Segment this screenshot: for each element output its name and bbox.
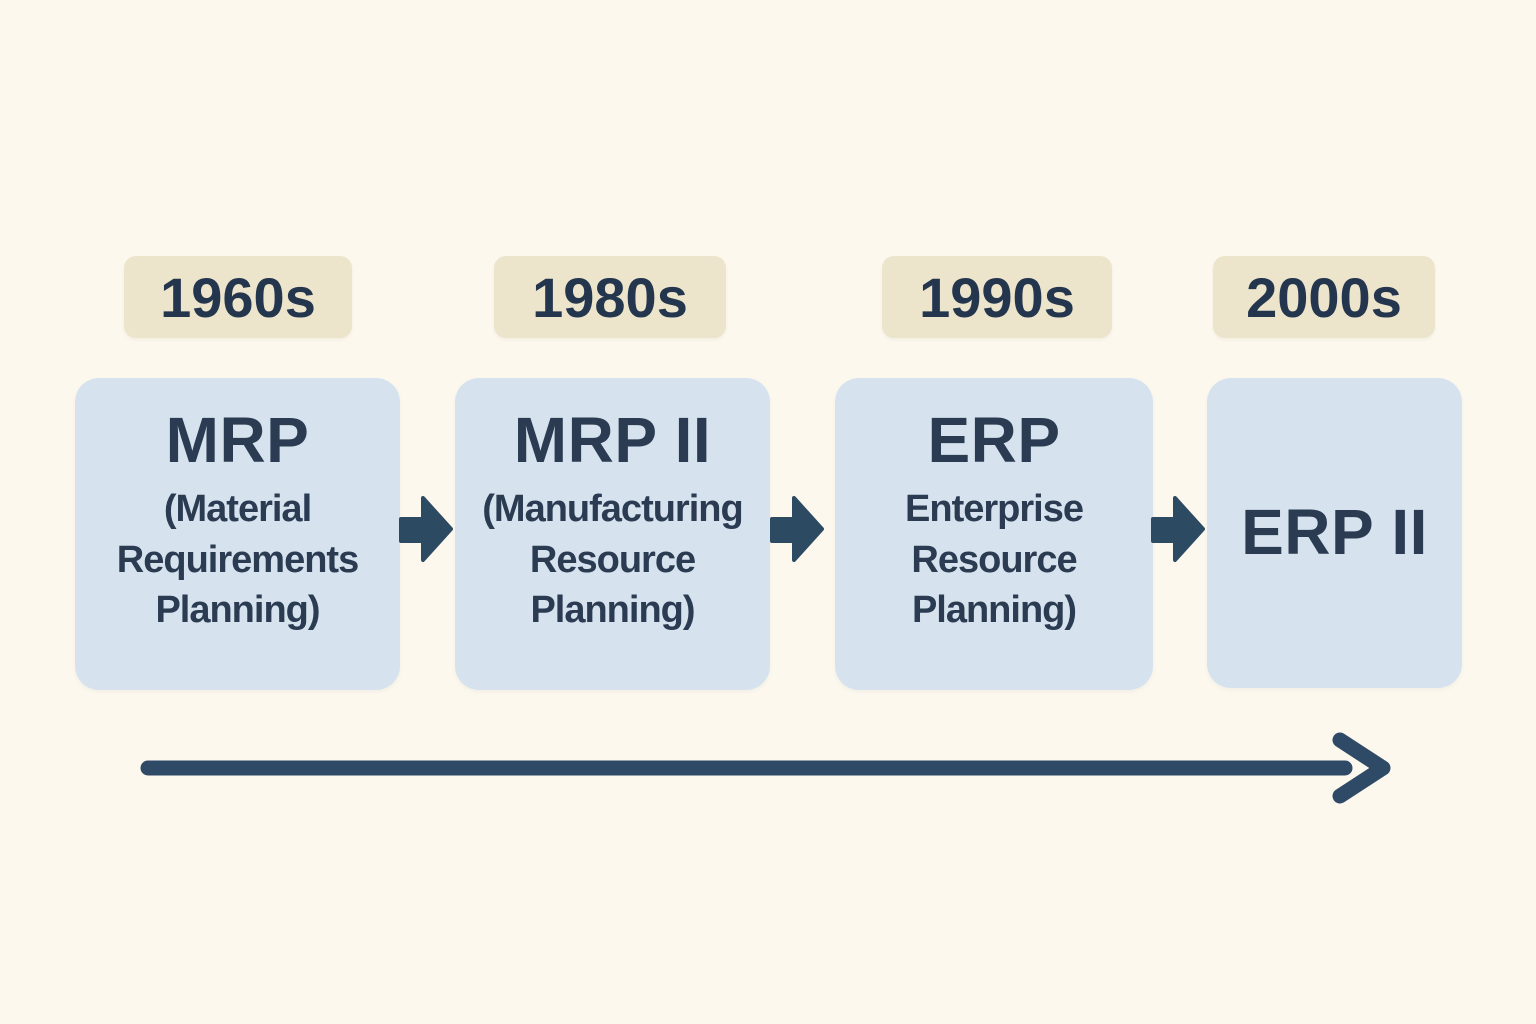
timeline-arrow [140, 732, 1391, 804]
flow-arrow-icon [770, 496, 824, 562]
era-label-1980s: 1980s [494, 256, 726, 338]
era-label-1990s: 1990s [882, 256, 1112, 338]
stage-acronym: MRP II [513, 404, 712, 476]
stage-full-name: (Material Requirements Planning) [116, 487, 359, 632]
stage-box-mrp-ii: MRP II (Manufacturing Resource Planning) [455, 378, 770, 690]
stage-box-erp-ii: ERP II [1207, 378, 1462, 688]
stage-acronym: MRP [165, 404, 310, 476]
era-label-1960s: 1960s [124, 256, 352, 338]
era-label-text: 2000s [1246, 265, 1402, 329]
stage-full-name: (Manufacturing Resource Planning) [482, 487, 743, 632]
stage-acronym: ERP [927, 404, 1061, 476]
stage-full-name: Enterprise Resource Planning) [905, 487, 1084, 632]
stage-box-erp: ERP Enterprise Resource Planning) [835, 378, 1153, 690]
era-label-text: 1980s [532, 265, 688, 329]
flow-arrow-icon [1151, 496, 1205, 562]
era-label-text: 1990s [919, 265, 1075, 329]
era-label-2000s: 2000s [1213, 256, 1435, 338]
stage-box-mrp: MRP (Material Requirements Planning) [75, 378, 400, 690]
era-label-text: 1960s [160, 265, 316, 329]
flow-arrow-icon [399, 496, 453, 562]
stage-acronym: ERP II [1241, 496, 1428, 569]
